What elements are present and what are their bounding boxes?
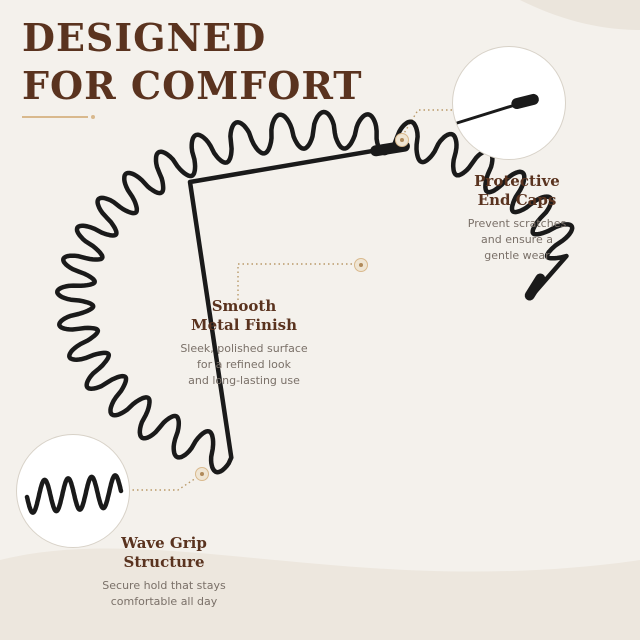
- end-cap-closeup-icon: [452, 46, 566, 160]
- headline-line-1: DESIGNED: [22, 15, 267, 60]
- feature-title: Wave Grip Structure: [121, 534, 207, 571]
- wave-closeup-icon: [16, 434, 130, 548]
- leader-metal-finish: [237, 263, 360, 300]
- marker-end-caps[interactable]: [395, 133, 409, 147]
- feature-end-caps: Protective End Caps Prevent scratches an…: [456, 172, 578, 264]
- headline-line-2: FOR COMFORT: [22, 63, 363, 108]
- feature-title: Protective End Caps: [474, 172, 560, 209]
- feature-wave-grip: Wave Grip Structure Secure hold that sta…: [92, 534, 236, 610]
- end-cap-right: [524, 273, 546, 301]
- headband: [55, 109, 575, 475]
- feature-description: Prevent scratches and ensure a gentle we…: [467, 217, 567, 262]
- marker-metal-finish[interactable]: [354, 258, 368, 272]
- feature-description: Sleek, polished surface for a refined lo…: [180, 342, 308, 387]
- feature-description: Secure hold that stays comfortable all d…: [102, 579, 226, 608]
- feature-title: Smooth Metal Finish: [190, 297, 298, 334]
- marker-wave-grip[interactable]: [195, 467, 209, 481]
- headline-underline-dot: [91, 115, 95, 119]
- headline: DESIGNED FOR COMFORT: [22, 14, 363, 110]
- headline-underline: [22, 116, 88, 118]
- feature-metal-finish: Smooth Metal Finish Sleek, polished surf…: [172, 297, 316, 389]
- leader-wave-grip: [128, 473, 203, 491]
